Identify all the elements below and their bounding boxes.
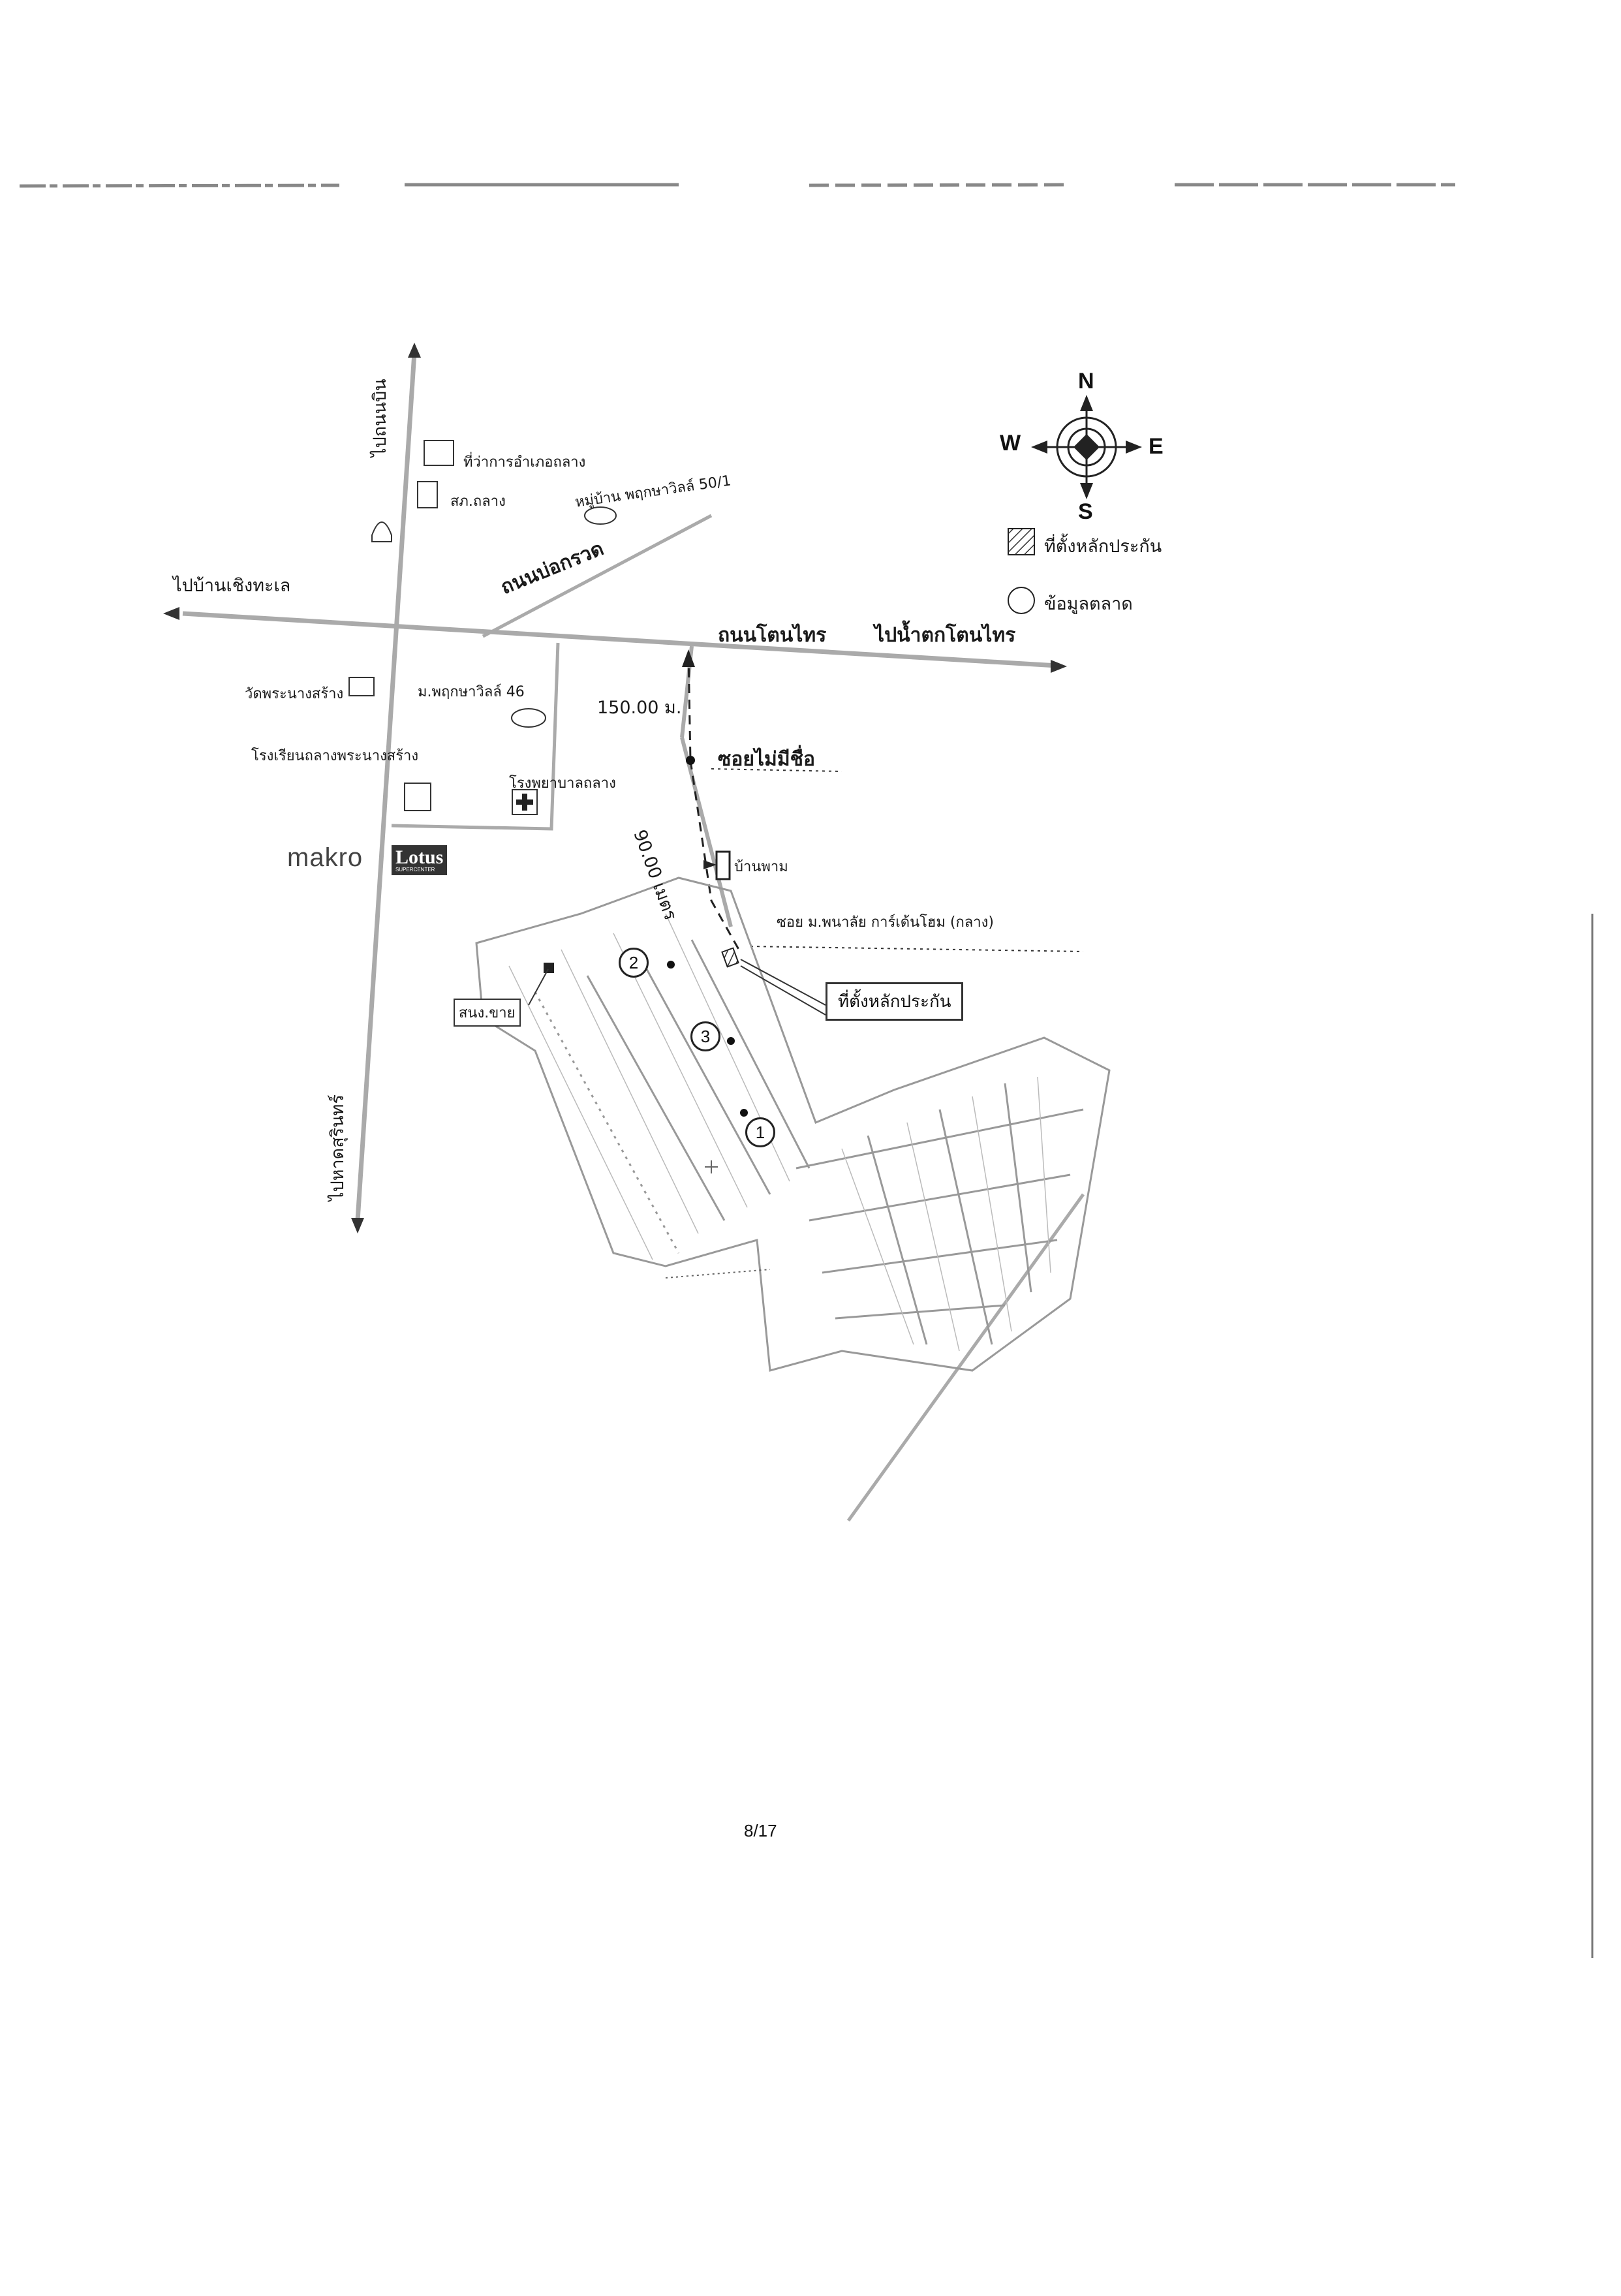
village-46-label: ม.พฤกษาวิลล์ 46 <box>418 684 525 700</box>
subdivision <box>475 877 1111 1372</box>
soi-unnamed-line <box>711 768 842 772</box>
empty-house-label: บ้านพาม <box>734 859 788 875</box>
collateral-plot <box>721 947 739 968</box>
legend-market-icon <box>1008 587 1035 614</box>
road-to-south: ไปหาดสุรินทร์ <box>328 1094 348 1201</box>
sales-office-label: สนง.ขาย <box>454 999 521 1027</box>
arrow-east-icon <box>1051 660 1067 673</box>
school-icon <box>404 783 431 811</box>
district-office-icon <box>424 440 454 466</box>
route-arrow-icon <box>682 649 695 667</box>
empty-house-box <box>715 850 731 880</box>
road-main: ถนนโตนไทร <box>718 624 827 647</box>
village-46-icon <box>511 708 546 728</box>
lotus-logo: Lotus SUPERCENTER <box>392 845 448 875</box>
compass-w: W <box>1000 431 1021 456</box>
temple-label: วัดพระนางสร้าง <box>245 686 344 702</box>
compass-arrows <box>1031 395 1142 499</box>
cut-marks <box>665 1160 771 1279</box>
landmark-icon <box>371 521 392 542</box>
school-label: โรงเรียนถลางพระนางสร้าง <box>251 748 419 764</box>
police-label: สภ.ถลาง <box>450 493 506 510</box>
compass-e: E <box>1149 434 1164 459</box>
legend-market-label: ข้อมูลตลาด <box>1044 594 1133 614</box>
legend-collateral-label: ที่ตั้งหลักประกัน <box>1044 536 1162 557</box>
distance-150: 150.00 ม. <box>597 698 682 718</box>
roads <box>182 352 1085 1522</box>
market-marker-2: 2 <box>619 948 649 978</box>
village-50-icon <box>584 506 617 525</box>
route-dashed <box>687 652 742 954</box>
market-dots <box>667 961 748 1117</box>
sales-office-icon <box>544 963 554 973</box>
road-to-west: ไปบ้านเชิงทะเล <box>173 576 291 596</box>
compass-icon <box>1034 398 1139 496</box>
market-marker-1: 1 <box>745 1117 775 1147</box>
arrow-south-icon <box>351 1218 364 1233</box>
police-icon <box>417 481 438 508</box>
collateral-callout: ที่ตั้งหลักประกัน <box>826 982 964 1021</box>
soi-village-line <box>750 946 1084 952</box>
lotus-logo-sub: SUPERCENTER <box>395 867 435 873</box>
road-arrows <box>163 343 1067 1233</box>
hospital-cross-icon <box>516 794 533 811</box>
road-to-east: ไปน้ำตกโตนไทร <box>874 624 1016 647</box>
road-to-north: ไปถนนบิน <box>370 379 390 457</box>
hospital-label: โรงพยาบาลถลาง <box>509 775 616 792</box>
temple-icon <box>348 677 375 696</box>
compass-n: N <box>1078 369 1094 394</box>
scan-streaks <box>19 183 1455 188</box>
district-office-label: ที่ว่าการอำเภอถลาง <box>463 454 586 471</box>
arrow-north-icon <box>408 343 421 358</box>
legend-collateral-swatch <box>1008 528 1035 555</box>
sales-office-leader <box>528 969 549 1006</box>
soi-village: ซอย ม.พนาลัย การ์เด้นโฮม (กลาง) <box>777 914 994 931</box>
market-marker-3: 3 <box>690 1021 720 1051</box>
makro-logo: makro <box>287 843 363 872</box>
arrow-west-icon <box>163 607 179 620</box>
compass-s: S <box>1078 499 1093 524</box>
soi-unnamed: ซอยไม่มีชื่อ <box>718 748 815 771</box>
callout-leader-2 <box>740 965 826 1016</box>
empty-house-arrow-icon <box>703 860 717 869</box>
route-start-dot <box>686 756 695 765</box>
lotus-logo-text: Lotus <box>395 846 444 868</box>
callout-leader <box>740 959 826 1006</box>
place-icons <box>348 440 617 815</box>
page-number: 8/17 <box>744 1821 777 1840</box>
